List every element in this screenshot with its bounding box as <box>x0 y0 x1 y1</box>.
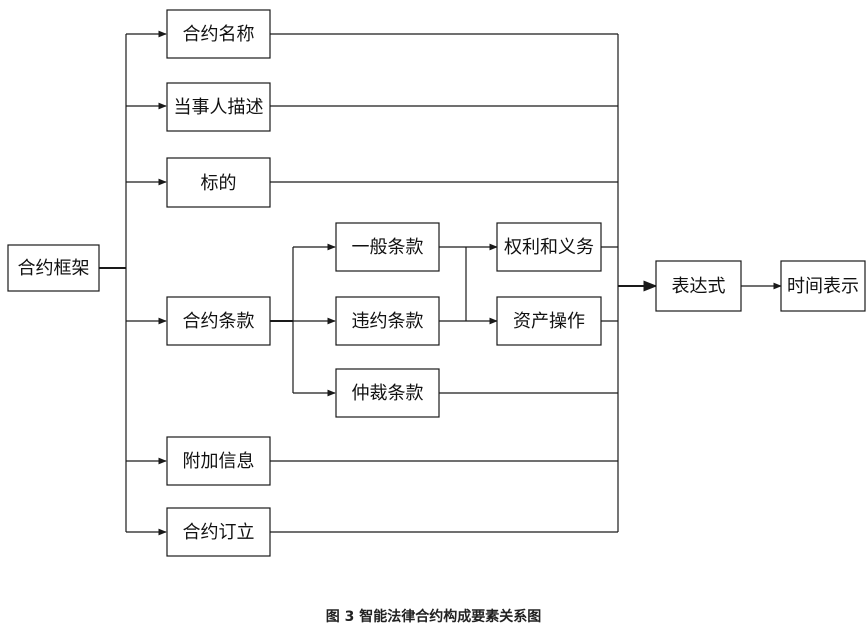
node-label: 资产操作 <box>513 311 585 332</box>
node-label: 权利和义务 <box>504 237 594 258</box>
node-subject-matter: 标的 <box>166 157 271 208</box>
node-asset-operations: 资产操作 <box>496 296 602 346</box>
node-label: 仲裁条款 <box>352 383 424 404</box>
node-label: 合约条款 <box>183 311 255 332</box>
node-contract-signing: 合约订立 <box>166 507 271 557</box>
node-label: 合约名称 <box>183 24 255 45</box>
node-label: 表达式 <box>672 276 726 297</box>
edges-clauses <box>270 243 336 397</box>
node-general-terms: 一般条款 <box>335 222 440 272</box>
node-label: 一般条款 <box>352 237 424 258</box>
element-relation-diagram: 合约框架 合约名称 当事人描述 标的 合约条款 附加信息 合约订立 一般条款 违… <box>7 9 866 557</box>
node-expression: 表达式 <box>655 260 742 312</box>
node-label: 附加信息 <box>183 451 255 472</box>
edges-framework <box>99 30 167 536</box>
node-contract-name: 合约名称 <box>166 9 271 59</box>
node-rights-obligations: 权利和义务 <box>496 222 602 272</box>
node-contract-framework: 合约框架 <box>7 244 100 292</box>
node-label: 时间表示 <box>787 276 859 297</box>
node-breach-terms: 违约条款 <box>335 296 440 346</box>
node-arbitration-terms: 仲裁条款 <box>335 368 440 418</box>
node-label: 当事人描述 <box>174 97 264 118</box>
node-label: 合约框架 <box>18 258 90 279</box>
node-time-representation: 时间表示 <box>780 260 866 312</box>
node-parties-description: 当事人描述 <box>166 82 271 132</box>
edges-to-expression <box>270 33 782 533</box>
node-contract-clauses: 合约条款 <box>166 296 271 346</box>
edges-terms <box>439 243 498 325</box>
node-label: 标的 <box>201 173 237 194</box>
node-additional-info: 附加信息 <box>166 436 271 486</box>
figure-caption: 图 3 智能法律合约构成要素关系图 <box>325 609 542 625</box>
node-label: 违约条款 <box>352 311 424 332</box>
node-label: 合约订立 <box>183 522 255 543</box>
